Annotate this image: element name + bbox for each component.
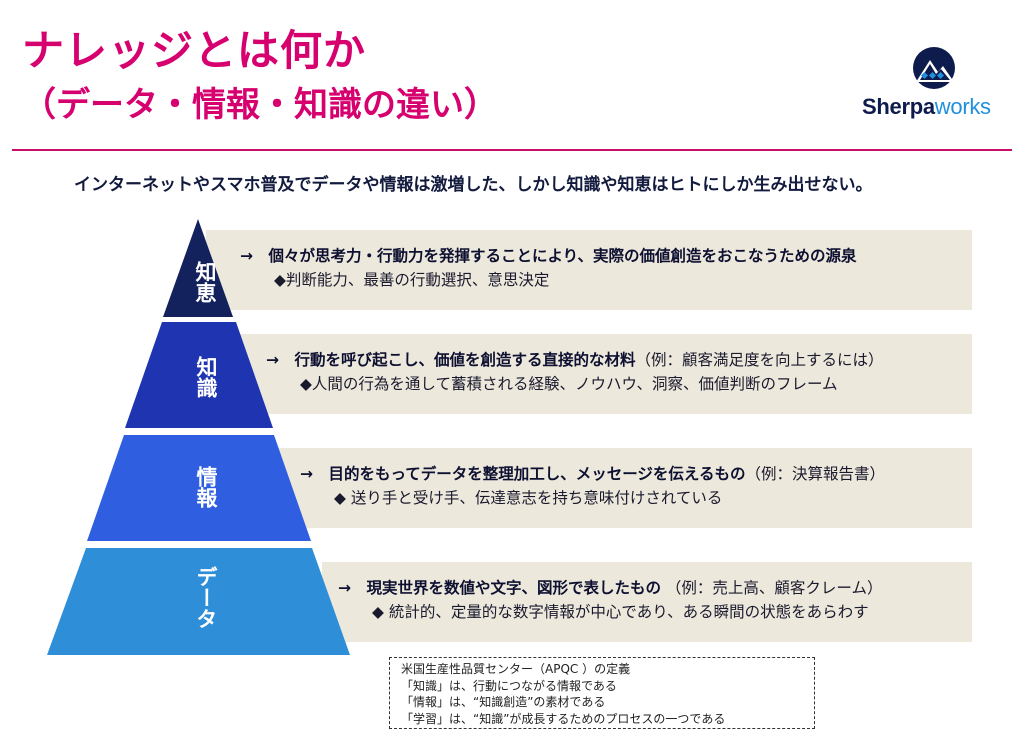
mountain-icon	[913, 47, 955, 89]
tier-text-wisdom: → 個々が思考力・行動力を発揮することにより、実際の価値創造をおこなうための源泉…	[240, 247, 857, 289]
pyramid-tier-information	[87, 435, 311, 541]
tier-label-information: 情報	[194, 466, 218, 508]
pyramid-tier-wisdom	[163, 219, 233, 317]
note-line: 「知識」は、行動につながる情報である	[401, 678, 617, 693]
note-line: 「学習」は、“知識”が成長するためのプロセスの一つである	[401, 711, 726, 726]
intro-text: インターネットやスマホ普及でデータや情報は激増した、しかし知識や知恵はヒトにしか…	[74, 175, 873, 195]
tier-band-knowledge	[238, 334, 972, 414]
tier-band-wisdom	[206, 230, 972, 310]
pyramid-tier-knowledge	[125, 322, 273, 428]
sherpaworks-logo: Sherpaworks	[862, 46, 1007, 120]
page-title: ナレッジとは何か	[22, 26, 367, 75]
tier-label-data: データ	[194, 566, 218, 629]
note-line: 「情報」は、“知識創造”の素材である	[401, 695, 606, 709]
tier-text-knowledge: → 行動を呼び起こし、価値を創造する直接的な材料（例：顧客満足度を向上するには）…	[266, 351, 884, 393]
tier-text-data: → 現実世界を数値や文字、図形で表したもの （例：売上高、顧客クレーム） ◆ 統…	[338, 579, 883, 621]
tier-label-knowledge: 知識	[194, 356, 218, 398]
apqc-definition-note: 米国生産性品質センター（APQC ）の定義 「知識」は、行動につながる情報である…	[389, 657, 815, 729]
tier-label-wisdom: 知恵	[193, 261, 217, 303]
tier-band-information	[276, 448, 972, 528]
title-divider	[12, 149, 1012, 151]
page-subtitle: （データ・情報・知識の違い）	[22, 85, 498, 125]
pyramid-tier-data	[47, 548, 350, 655]
logo-text: Sherpaworks	[862, 94, 991, 119]
knowledge-pyramid	[47, 219, 350, 655]
tier-band-data	[322, 562, 972, 642]
note-line: 米国生産性品質センター（APQC ）の定義	[401, 662, 631, 676]
tier-text-information: → 目的をもってデータを整理加工し、メッセージを伝えるもの（例：決算報告書） ◆…	[300, 465, 885, 507]
